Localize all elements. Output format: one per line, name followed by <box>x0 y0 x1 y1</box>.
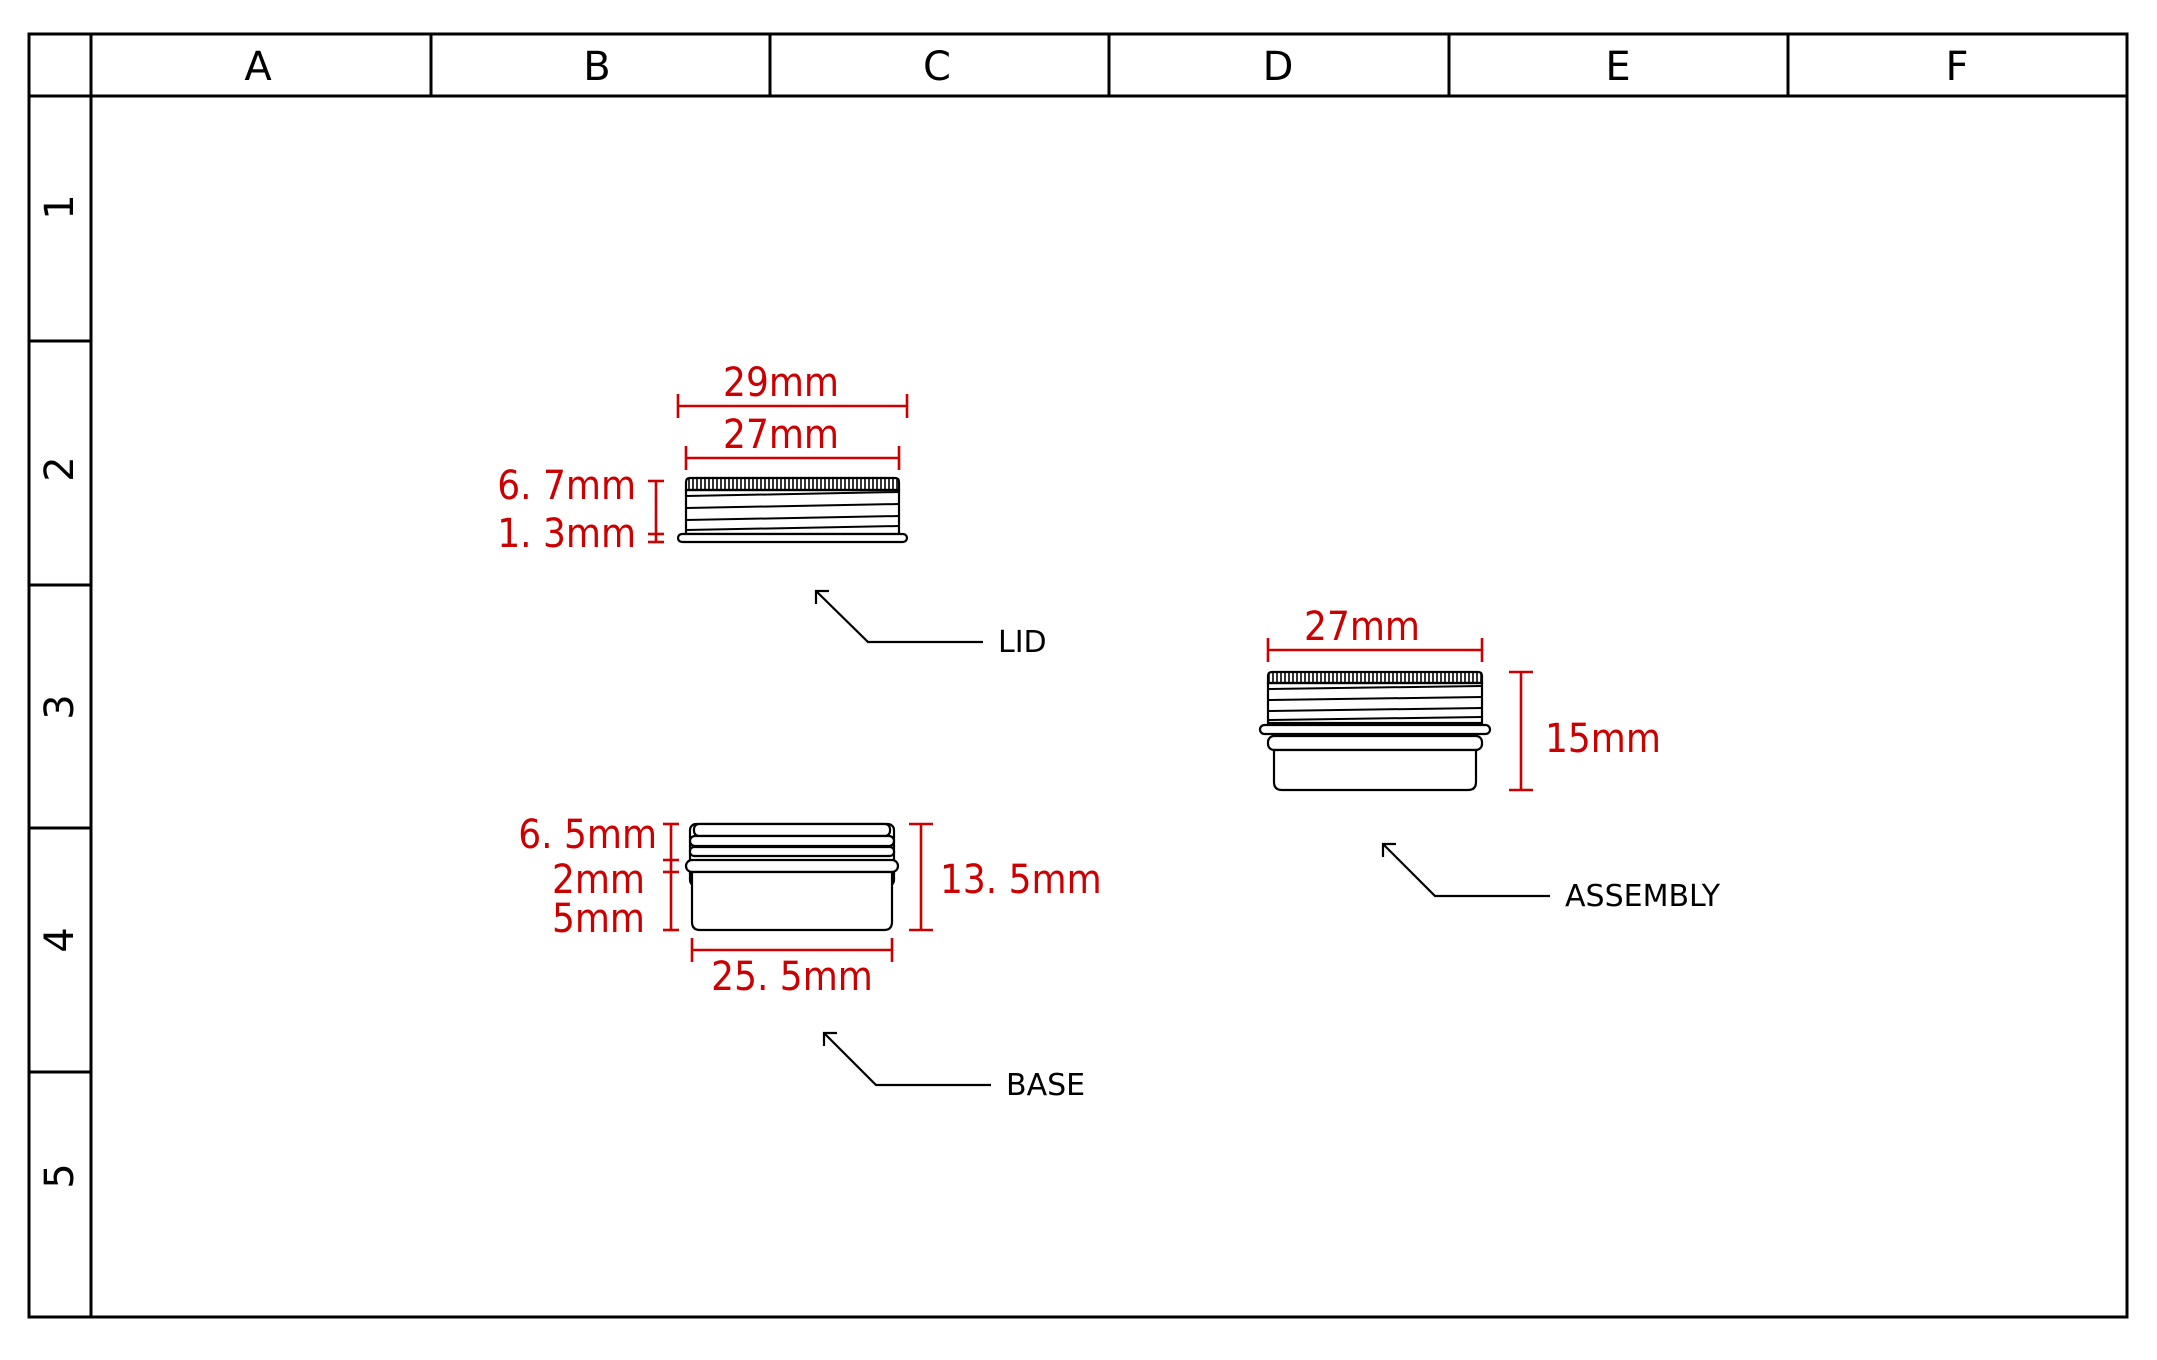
row-label-4: 4 <box>37 927 83 952</box>
assembly-width-dim: 27mm <box>1304 604 1420 650</box>
assembly-dimensions: 27mm 15mm <box>1266 604 1661 792</box>
base-dimensions: 6. 5mm 2mm 5mm 13. 5mm 25. 5mm <box>518 812 1101 1000</box>
lid-label: LID <box>998 625 1047 660</box>
row-label-2: 2 <box>37 456 83 481</box>
column-label-f: F <box>1945 44 1968 90</box>
row-label-1: 1 <box>37 194 83 219</box>
lid-outer-width-dim: 29mm <box>723 360 839 406</box>
column-label-c: C <box>923 44 951 90</box>
row-label-3: 3 <box>37 694 83 719</box>
base-thread-dim: 6. 5mm <box>518 812 657 858</box>
lid-callout: LID <box>814 589 1047 660</box>
row-labels: 1 2 3 4 5 <box>37 194 83 1188</box>
base-callout: BASE <box>822 1031 1085 1103</box>
assembly-drawing <box>1258 670 1492 792</box>
base-width-dim: 25. 5mm <box>711 954 873 1000</box>
assembly-height-dim: 15mm <box>1545 716 1661 762</box>
lid-inner-width-dim: 27mm <box>723 412 839 458</box>
assembly-callout: ASSEMBLY <box>1381 842 1721 914</box>
base-label: BASE <box>1006 1068 1085 1103</box>
column-label-e: E <box>1605 44 1630 90</box>
column-label-d: D <box>1263 44 1294 90</box>
lid-dimensions: 29mm 27mm 6. 7mm 1. 3mm <box>497 360 909 557</box>
column-label-a: A <box>244 44 272 90</box>
lid-flange-dim: 1. 3mm <box>497 511 636 557</box>
base-body-dim: 5mm <box>552 896 645 942</box>
drawing-frame <box>27 32 2129 1319</box>
base-total-height-dim: 13. 5mm <box>940 857 1102 903</box>
assembly-label: ASSEMBLY <box>1565 879 1721 914</box>
base-drawing <box>684 822 900 932</box>
base-band-dim: 2mm <box>552 857 645 903</box>
lid-drawing <box>676 476 909 544</box>
column-labels: A B C D E F <box>244 44 1968 90</box>
row-label-5: 5 <box>37 1163 83 1188</box>
lid-height-dim: 6. 7mm <box>497 463 636 509</box>
column-label-b: B <box>583 44 610 90</box>
